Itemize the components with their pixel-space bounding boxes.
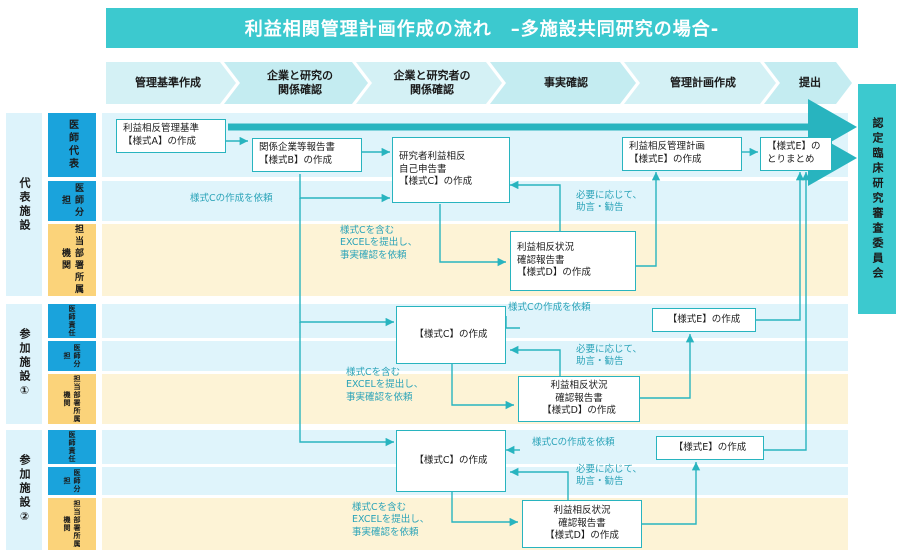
arrow-c-to-d-s2 [451, 492, 518, 527]
row-label-s2-sub: 医師分担 [48, 467, 96, 495]
row-label-rep-sub: 医師分担 [48, 181, 96, 221]
box-form-c-rep: 研究者利益相反 自己申告書 【様式C】の作成 [392, 137, 510, 203]
arrow-c-to-d-s1 [451, 364, 514, 410]
row-label-s2-dept: 担当部署所属機関 [48, 498, 96, 550]
arrow-advice-s2 [510, 467, 569, 500]
row-label-s1-dept: 担当部署所属機関 [48, 374, 96, 424]
note-excel-site1: 様式Cを含む EXCELを提出し、 事実確認を依頼 [346, 367, 424, 403]
group-label-site1: 参加施設① [6, 304, 42, 424]
arrow-advice-s1 [510, 345, 561, 376]
note-excel-rep: 様式Cを含む EXCELを提出し、 事実確認を依頼 [340, 225, 418, 261]
note-advice-site2: 必要に応じて、 助言・勧告 [576, 464, 643, 488]
band-rep-dept [102, 224, 848, 296]
note-advice-site1: 必要に応じて、 助言・勧告 [576, 344, 643, 368]
arrow-e-s2-to-summary [764, 172, 811, 451]
chevron-shape-1 [106, 62, 236, 104]
arrow-d-to-e-s2 [642, 462, 701, 525]
box-form-c-site2: 【様式C】の作成 [396, 430, 506, 492]
box-form-b: 関係企業等報告書 【様式B】の作成 [252, 138, 362, 172]
arrow-request-c-site2 [299, 322, 394, 447]
box-form-d-site2: 利益相反状況 確認報告書 【様式D】の作成 [522, 500, 642, 548]
arrow-c-to-d-rep [439, 204, 506, 267]
chevron-shape-6 [764, 62, 852, 104]
box-form-c-site1: 【様式C】の作成 [396, 306, 506, 364]
chevron-shape-5 [624, 62, 776, 104]
row-label-s1-sub: 医師分担 [48, 341, 96, 371]
band-s2-dept [102, 498, 848, 550]
note-request-c-site1: 様式Cの作成を依頼 [508, 302, 591, 313]
box-form-e-summary: 【様式E】の とりまとめ [760, 137, 832, 171]
box-form-e-site2: 【様式E】の作成 [656, 436, 764, 460]
chevron-shape-2 [224, 62, 368, 104]
arrow-e-s1-to-summary [756, 172, 805, 321]
line-s1-request [505, 316, 520, 329]
step-label-5: 管理計画作成 [670, 76, 736, 90]
arrow-d-to-e-s1 [640, 334, 695, 399]
note-request-c-rep: 様式Cの作成を依頼 [190, 193, 273, 204]
box-form-a: 利益相反管理基準 【様式A】の作成 [116, 119, 226, 153]
step-label-6: 提出 [799, 76, 821, 90]
row-label-rep-doctor: 医師代表 [48, 113, 96, 177]
row-label-s2-doctor: 医師責任 [48, 430, 96, 464]
step-label-1: 管理基準作成 [135, 76, 201, 90]
band-s1-dept [102, 374, 848, 424]
review-committee: 認定臨床研究審査委員会 [858, 84, 896, 314]
page-title: 利益相関管理計画作成の流れ –多施設共同研究の場合- [106, 8, 858, 48]
row-label-rep-dept: 担当部署所属機関 [48, 224, 96, 296]
chevron-shape-4 [490, 62, 636, 104]
note-request-c-site2: 様式Cの作成を依頼 [532, 437, 615, 448]
box-form-e-site1: 【様式E】の作成 [652, 308, 756, 332]
note-advice-rep: 必要に応じて、 助言・勧告 [576, 190, 643, 214]
box-form-d-site1: 利益相反状況 確認報告書 【様式D】の作成 [518, 376, 640, 422]
group-label-rep: 代表施設 [6, 113, 42, 296]
row-label-s1-doctor: 医師責任 [48, 304, 96, 338]
arrow-advice-rep [510, 180, 561, 231]
note-excel-site2: 様式Cを含む EXCELを提出し、 事実確認を依頼 [352, 502, 430, 538]
step-label-4: 事実確認 [544, 76, 588, 90]
arrow-request-c-rep [299, 174, 390, 203]
chevron-shape-3 [356, 62, 502, 104]
step-label-3: 企業と研究者の 関係確認 [393, 69, 471, 96]
box-form-d-rep: 利益相反状況 確認報告書 【様式D】の作成 [510, 231, 636, 291]
group-label-site2: 参加施設② [6, 430, 42, 550]
arrow-d-to-e-rep [636, 172, 661, 267]
step-label-2: 企業と研究の 関係確認 [267, 69, 333, 96]
box-form-e-rep: 利益相反管理計画 【様式E】の作成 [622, 137, 742, 171]
